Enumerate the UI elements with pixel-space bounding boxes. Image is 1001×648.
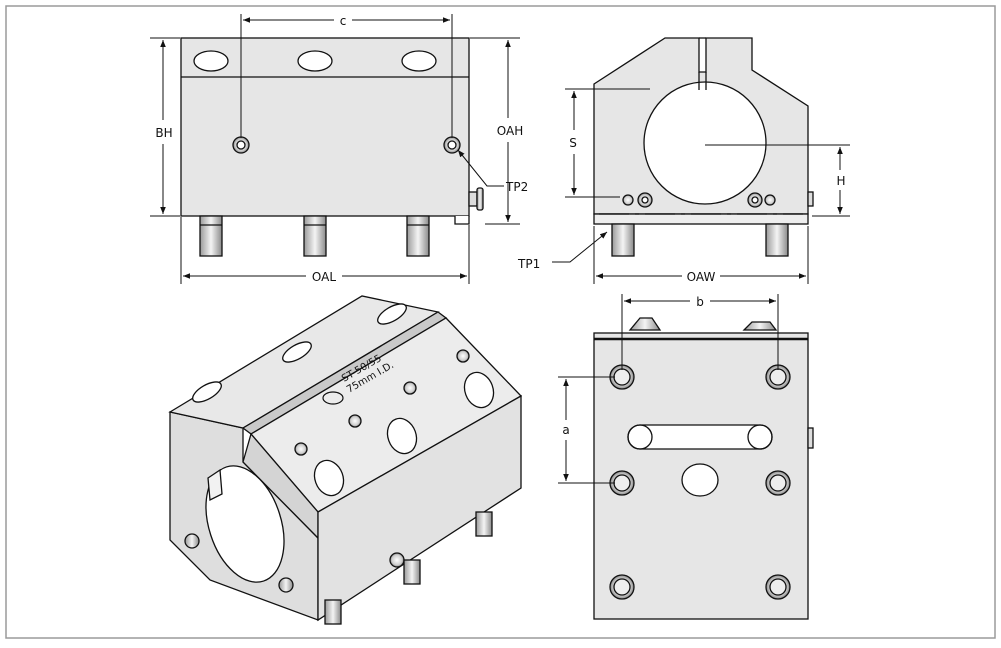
dim-label-c: c xyxy=(340,14,347,28)
dim-label-s: S xyxy=(569,136,577,150)
dim-label-bh: BH xyxy=(155,126,172,140)
side-pin-right xyxy=(765,223,789,257)
dim-label-oaw: OAW xyxy=(687,270,716,284)
dim-label-b: b xyxy=(696,295,704,309)
front-slot-2 xyxy=(297,50,333,72)
front-pin-2 xyxy=(303,215,327,257)
front-pin-3 xyxy=(406,215,430,257)
side-view xyxy=(593,37,814,257)
bottom-dimensions xyxy=(558,294,779,484)
dim-label-oal: OAL xyxy=(312,270,336,284)
dim-label-a: a xyxy=(562,423,569,437)
dim-label-oah: OAH xyxy=(497,124,523,138)
front-view xyxy=(180,37,484,257)
dim-label-tp2: TP2 xyxy=(505,180,528,194)
side-bore xyxy=(643,81,767,205)
front-pin-1 xyxy=(199,215,223,257)
bottom-view xyxy=(593,317,814,620)
side-base xyxy=(593,213,809,225)
page-border xyxy=(5,5,996,639)
front-notch xyxy=(454,216,470,225)
front-slot-3 xyxy=(401,50,437,72)
isometric-view xyxy=(168,295,523,625)
dim-label-h: H xyxy=(836,174,845,188)
dim-label-tp1: TP1 xyxy=(517,257,540,271)
front-grease-fitting xyxy=(468,191,478,207)
side-pin-left xyxy=(611,223,635,257)
front-slot-1 xyxy=(193,50,229,72)
